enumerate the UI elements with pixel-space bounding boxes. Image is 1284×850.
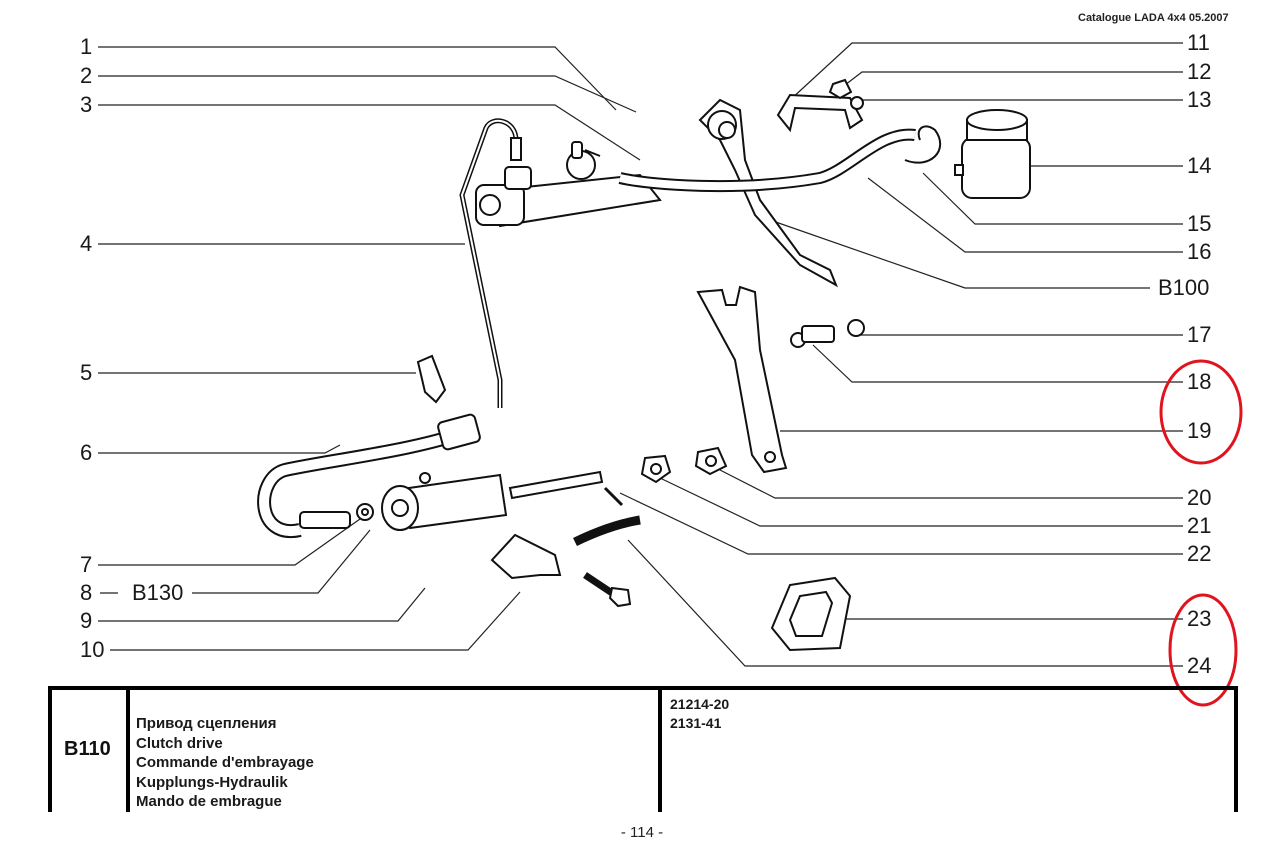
callout-24: 24 xyxy=(1187,653,1212,678)
name-de: Kupplungs-Hydraulik xyxy=(136,773,288,791)
callout-15: 15 xyxy=(1187,211,1212,236)
parts-drawing xyxy=(257,78,1031,652)
mounting-bracket xyxy=(490,533,562,580)
callout-3: 3 xyxy=(80,92,93,117)
spring-washer xyxy=(847,319,865,337)
callout-22: 22 xyxy=(1187,541,1212,566)
highlight-18-19 xyxy=(1159,359,1243,465)
name-fr: Commande d'embrayage xyxy=(136,754,314,771)
bolt xyxy=(583,572,632,608)
ball-pin xyxy=(790,325,835,348)
callout-17: 17 xyxy=(1187,322,1212,347)
model-list: 21214-20 2131-41 xyxy=(670,695,729,733)
callout-b100: B100 xyxy=(1158,275,1210,300)
callout-19: 19 xyxy=(1187,418,1212,443)
callout-14: 14 xyxy=(1187,153,1212,178)
name-ru: Привод сцепления xyxy=(136,715,277,732)
model: 21214-20 xyxy=(670,696,730,712)
clutch-tube xyxy=(459,118,519,408)
nut-12 xyxy=(828,78,853,100)
callout-21: 21 xyxy=(1187,513,1212,538)
callout-7: 7 xyxy=(80,552,93,577)
callout-12: 12 xyxy=(1187,59,1212,84)
callout-8-ref: B130 xyxy=(132,580,184,605)
return-spring xyxy=(573,515,641,547)
washer-13 xyxy=(850,96,864,110)
title-block: B110 Привод сцепления Clutch drive Comma… xyxy=(48,686,1238,812)
callout-9: 9 xyxy=(80,608,93,633)
pipe-clamp xyxy=(776,93,864,133)
pedal-arm xyxy=(698,98,838,288)
tube-clip xyxy=(416,354,447,404)
callout-10: 10 xyxy=(80,637,105,662)
callout-11: 11 xyxy=(1187,30,1210,55)
divider xyxy=(658,690,662,812)
slave-cylinder xyxy=(381,470,604,531)
callout-13: 13 xyxy=(1187,87,1212,112)
callout-5: 5 xyxy=(80,360,93,385)
pipe-clip xyxy=(904,125,942,164)
clutch-fork xyxy=(696,285,788,474)
brake-pipe xyxy=(618,128,916,193)
page-number: - 114 - xyxy=(620,824,664,841)
master-cylinder xyxy=(475,141,662,228)
callout-23: 23 xyxy=(1187,606,1212,631)
catalogue-header: Catalogue LADA 4x4 05.2007 xyxy=(1078,12,1229,24)
leader-lines xyxy=(98,42,1183,667)
section-names: Привод сцепления Clutch drive Commande d… xyxy=(136,714,314,812)
callout-2: 2 xyxy=(80,63,93,88)
divider xyxy=(126,690,130,812)
callout-6: 6 xyxy=(80,440,93,465)
highlight-23-24 xyxy=(1168,593,1238,707)
dust-boot xyxy=(770,576,852,652)
section-code: B110 xyxy=(64,738,111,760)
callout-8: 8 xyxy=(80,580,93,605)
callout-16: 16 xyxy=(1187,239,1212,264)
callout-18: 18 xyxy=(1187,369,1212,394)
fluid-reservoir xyxy=(954,109,1031,199)
name-es: Mando de embrague xyxy=(136,793,282,810)
divider xyxy=(1234,690,1238,812)
name-en: Clutch drive xyxy=(136,734,223,752)
cotter-pin xyxy=(603,486,624,507)
callout-4: 4 xyxy=(80,231,93,256)
model: 2131-41 xyxy=(670,715,722,731)
callout-1: 1 xyxy=(80,34,93,59)
divider xyxy=(48,690,52,812)
callout-20: 20 xyxy=(1187,485,1212,510)
